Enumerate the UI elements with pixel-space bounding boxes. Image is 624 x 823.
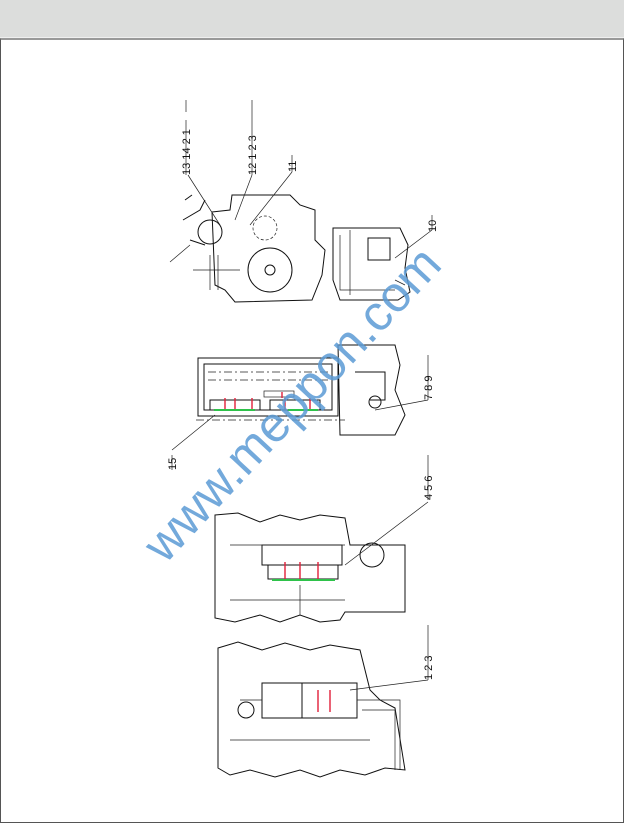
- viewer-toolbar: [0, 0, 624, 38]
- engine-view: [169, 100, 326, 303]
- callout-top-right: 11: [287, 161, 299, 172]
- radiator-view: [171, 344, 429, 470]
- callout-radiator-group: 7 8 9: [423, 376, 435, 400]
- callout-top-left: 13 14 2 1: [181, 129, 193, 175]
- callout-side-view: 10: [427, 220, 439, 232]
- bottom-view: [217, 625, 429, 778]
- document-page: [0, 38, 624, 823]
- callout-top-mid: 12 1 2 3: [247, 135, 259, 175]
- frame-view: [214, 455, 429, 623]
- callout-bottom-group: 1 2 3: [423, 656, 435, 680]
- callout-radiator-pointer: 15: [167, 458, 179, 470]
- engine-side-view: [332, 215, 433, 301]
- callout-frame-group: 4 5 6: [423, 476, 435, 500]
